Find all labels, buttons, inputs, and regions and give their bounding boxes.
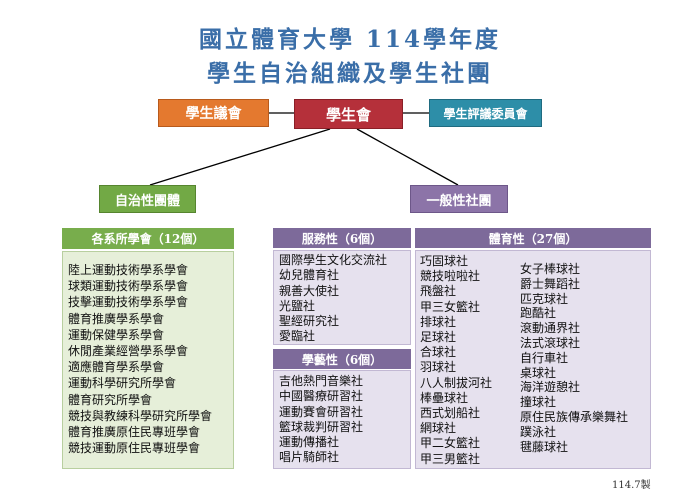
department-item: 陸上運動技術學系學會 bbox=[68, 263, 189, 277]
arts-club-item: 吉他熱門音樂社 bbox=[279, 374, 364, 388]
student-council-box: 學生議會 bbox=[158, 99, 269, 127]
sports-club-item: 網球社 bbox=[420, 421, 457, 436]
sports-club-item: 撞球社 bbox=[520, 395, 557, 410]
sports-club-item: 原住民族傳承樂舞社 bbox=[520, 409, 629, 424]
arts-club-item: 運動傳播社 bbox=[279, 435, 340, 450]
service-club-item: 國際學生文化交流社 bbox=[279, 253, 388, 267]
sports-club-item: 甲二女籃社 bbox=[420, 436, 481, 451]
page-subtitle: 學生自治組織及學生社團 bbox=[207, 60, 493, 87]
sports-club-item: 排球社 bbox=[420, 314, 457, 329]
department-item: 球類運動技術學系學會 bbox=[68, 279, 189, 294]
general-clubs-box: 一般性社團 bbox=[410, 185, 508, 213]
sports-clubs-header: 體育性（27個） bbox=[415, 228, 651, 248]
sports-clubs-list-col1: 巧固球社競技啦啦社飛盤社甲三女籃社排球社足球社合球社羽球社八人制拔河社棒壘球社西… bbox=[420, 254, 492, 467]
arts-clubs-panel: 吉他熱門音樂社中國醫療研習社運動賽會研習社籃球裁判研習社運動傳播社唱片騎師社 bbox=[273, 370, 411, 469]
departments-header: 各系所學會（12個） bbox=[62, 228, 234, 249]
sports-club-item: 桌球社 bbox=[520, 365, 557, 380]
department-item: 競技與教練科學研究所學會 bbox=[68, 408, 213, 423]
service-club-item: 聖經研究社 bbox=[279, 314, 340, 329]
service-club-item: 愛臨社 bbox=[279, 329, 316, 344]
departments-panel: 陸上運動技術學系學會球類運動技術學系學會技擊運動技術學系學會體育推廣學系學會運動… bbox=[62, 251, 234, 469]
sports-clubs-list-col2: 女子棒球社爵士舞蹈社匹克球社跑酷社滾動通界社法式滾球社自行車社桌球社海洋遊憩社撞… bbox=[520, 262, 628, 454]
arts-clubs-header: 學藝性（6個） bbox=[273, 349, 411, 369]
service-club-item: 光鹽社 bbox=[279, 298, 316, 313]
service-clubs-panel: 國際學生文化交流社幼兒體育社親善大使社光鹽社聖經研究社愛臨社 bbox=[273, 250, 411, 345]
sports-club-item: 毽藤球社 bbox=[520, 439, 569, 454]
sports-club-item: 爵士舞蹈社 bbox=[520, 276, 581, 291]
sports-club-item: 競技啦啦社 bbox=[420, 269, 481, 284]
sports-club-item: 甲三女籃社 bbox=[420, 299, 481, 314]
departments-list: 陸上運動技術學系學會球類運動技術學系學會技擊運動技術學系學會體育推廣學系學會運動… bbox=[68, 262, 212, 456]
sports-club-item: 蹼泳社 bbox=[520, 424, 557, 439]
footer-date: 114.7製 bbox=[612, 480, 651, 491]
sports-club-item: 跑酷社 bbox=[520, 306, 557, 321]
service-clubs-header: 服務性（6個） bbox=[273, 228, 411, 248]
arts-club-item: 運動賽會研習社 bbox=[279, 404, 364, 419]
arts-club-item: 籃球裁判研習社 bbox=[279, 419, 364, 434]
sports-club-item: 自行車社 bbox=[520, 350, 569, 365]
sports-club-item: 甲三男籃社 bbox=[420, 451, 481, 466]
arts-clubs-list: 吉他熱門音樂社中國醫療研習社運動賽會研習社籃球裁判研習社運動傳播社唱片騎師社 bbox=[279, 374, 363, 466]
sports-club-item: 飛盤社 bbox=[420, 284, 457, 299]
department-item: 休閒產業經營學系學會 bbox=[68, 344, 189, 359]
sports-club-item: 滾動通界社 bbox=[520, 321, 581, 336]
sports-club-item: 巧固球社 bbox=[420, 254, 469, 268]
sports-club-item: 女子棒球社 bbox=[520, 262, 581, 276]
department-item: 技擊運動技術學系學會 bbox=[68, 295, 189, 310]
department-item: 運動科學研究所學會 bbox=[68, 376, 177, 391]
department-item: 運動保健學系學會 bbox=[68, 327, 165, 342]
sports-club-item: 羽球社 bbox=[420, 360, 457, 375]
connector-autonomous bbox=[149, 128, 331, 186]
sports-club-item: 海洋遊憩社 bbox=[520, 380, 581, 395]
arts-club-item: 中國醫療研習社 bbox=[279, 389, 364, 404]
student-union-box: 學生會 bbox=[294, 99, 403, 129]
department-item: 競技運動原住民專班學會 bbox=[68, 441, 201, 456]
sports-clubs-panel: 巧固球社競技啦啦社飛盤社甲三女籃社排球社足球社合球社羽球社八人制拔河社棒壘球社西… bbox=[415, 250, 651, 469]
page-title: 國立體育大學 114學年度 bbox=[198, 26, 502, 53]
department-item: 體育推廣原住民專班學會 bbox=[68, 425, 201, 440]
autonomous-groups-box: 自治性團體 bbox=[99, 185, 196, 213]
sports-club-item: 法式滾球社 bbox=[520, 335, 581, 350]
sports-club-item: 合球社 bbox=[420, 345, 457, 360]
sports-club-item: 西式划船社 bbox=[420, 406, 481, 421]
sports-club-item: 棒壘球社 bbox=[420, 390, 469, 405]
sports-club-item: 足球社 bbox=[420, 330, 457, 345]
service-clubs-list: 國際學生文化交流社幼兒體育社親善大使社光鹽社聖經研究社愛臨社 bbox=[279, 253, 387, 345]
sports-club-item: 八人制拔河社 bbox=[420, 375, 493, 390]
department-item: 適應體育學系學會 bbox=[68, 360, 165, 375]
department-item: 體育研究所學會 bbox=[68, 392, 153, 407]
connector-general bbox=[356, 128, 459, 186]
review-committee-box: 學生評議委員會 bbox=[429, 99, 542, 127]
arts-club-item: 唱片騎師社 bbox=[279, 450, 340, 465]
sports-club-item: 匹克球社 bbox=[520, 291, 569, 306]
department-item: 體育推廣學系學會 bbox=[68, 311, 165, 326]
service-club-item: 親善大使社 bbox=[279, 283, 340, 298]
service-club-item: 幼兒體育社 bbox=[279, 268, 340, 283]
